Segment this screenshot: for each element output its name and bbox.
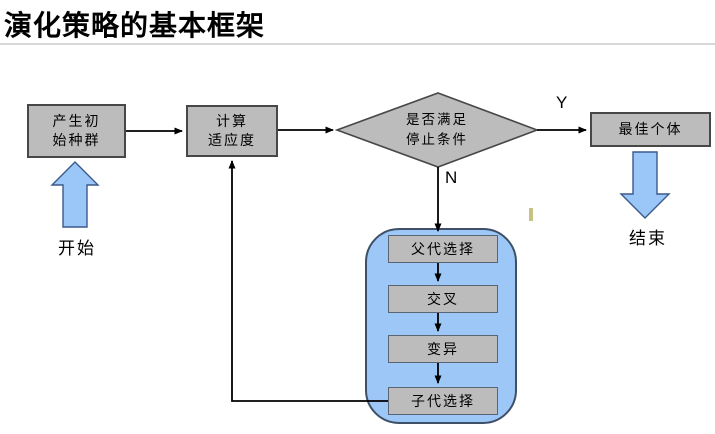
end-label: 结束 — [629, 229, 667, 248]
node-label: 计算 适应度 — [208, 113, 256, 148]
title-separator — [0, 43, 715, 45]
node-label: 最佳个体 — [618, 121, 683, 138]
node-crossover: 交叉 — [388, 285, 498, 313]
node-best-individual: 最佳个体 — [590, 112, 711, 147]
node-offspring-selection: 子代选择 — [388, 387, 498, 415]
node-label: 子代选择 — [411, 392, 475, 409]
node-label: 交叉 — [427, 290, 459, 307]
node-label: 变异 — [427, 340, 459, 357]
node-label: 产生初 始种群 — [52, 113, 101, 148]
page-title: 演化策略的基本框架 — [4, 10, 266, 41]
start-arrow-icon — [50, 161, 100, 228]
node-label: 父代选择 — [411, 240, 475, 257]
end-arrow-icon — [619, 151, 671, 219]
arrow-offspring-to-fitness-feedback — [228, 160, 388, 402]
branch-label-no: N — [445, 168, 458, 187]
node-stop-condition: 是否满足 停止条件 — [406, 112, 468, 147]
start-label: 开始 — [58, 239, 96, 258]
node-parent-selection: 父代选择 — [388, 235, 498, 263]
node-mutation: 变异 — [388, 335, 498, 363]
node-compute-fitness: 计算 适应度 — [186, 105, 278, 157]
branch-label-yes: Y — [556, 93, 568, 112]
text-cursor-mark — [529, 208, 533, 221]
node-generate-initial-population: 产生初 始种群 — [27, 104, 126, 158]
